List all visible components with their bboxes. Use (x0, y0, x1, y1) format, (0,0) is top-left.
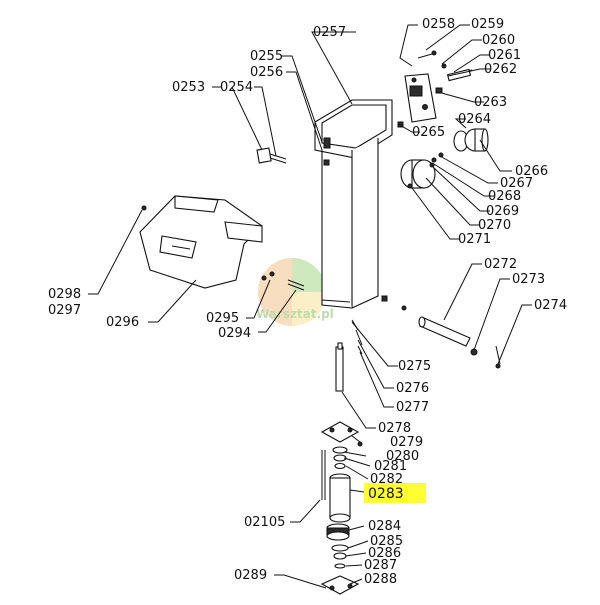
label-0256: 0256 (250, 65, 283, 80)
rod-0278 (335, 342, 344, 392)
label-0286: 0286 (368, 546, 401, 561)
label-0261: 0261 (488, 48, 521, 63)
column-part-0257 (314, 99, 393, 309)
label-0295: 0295 (206, 311, 239, 326)
rod-02105 (321, 450, 326, 500)
label-0259: 0259 (471, 17, 504, 32)
washers-0285-0287 (331, 544, 349, 569)
label-0267: 0267 (500, 176, 533, 191)
label-0284: 0284 (368, 519, 401, 534)
label-0271: 0271 (458, 232, 491, 247)
watermark-logo: Warsztat.pl (256, 258, 334, 326)
pins-0275-0277 (351, 319, 363, 355)
housing-0271 (400, 152, 444, 189)
label-0266: 0266 (515, 164, 548, 179)
label-0297: 0297 (48, 303, 81, 318)
label-0288: 0288 (364, 572, 397, 587)
washers-0280-0282 (332, 441, 363, 470)
watermark-text: Warsztat.pl (256, 307, 334, 321)
highlight-box (364, 483, 426, 503)
label-0263: 0263 (474, 95, 507, 110)
label-0269: 0269 (486, 204, 519, 219)
label-0273: 0273 (512, 272, 545, 287)
label-0279: 0279 (390, 435, 423, 450)
label-0294: 0294 (218, 326, 251, 341)
label-0277: 0277 (396, 400, 429, 415)
label-0264: 0264 (458, 112, 491, 127)
label-0268: 0268 (488, 189, 521, 204)
label-02105: 02105 (244, 515, 285, 530)
label-0278: 0278 (378, 421, 411, 436)
label-0283-highlighted: 0283 (368, 486, 404, 502)
label-0260: 0260 (482, 33, 515, 48)
label-0287: 0287 (364, 558, 397, 573)
label-0298: 0298 (48, 287, 81, 302)
label-0289: 0289 (234, 568, 267, 583)
label-0262: 0262 (484, 62, 517, 77)
shaft-0272 (401, 305, 501, 369)
base-flange-0288 (320, 575, 360, 595)
handle-pin-0254 (256, 147, 287, 164)
label-0275: 0275 (398, 359, 431, 374)
bearing-0284 (326, 523, 350, 541)
label-0274: 0274 (534, 298, 567, 313)
label-0258: 0258 (422, 17, 455, 32)
label-0285: 0285 (370, 534, 403, 549)
sleeve-0283 (329, 473, 351, 523)
leader-lines (88, 24, 532, 589)
base-0296 (139, 195, 263, 289)
label-0255: 0255 (250, 49, 283, 64)
label-0270: 0270 (478, 218, 511, 233)
label-0254: 0254 (220, 80, 253, 95)
label-0282: 0282 (370, 472, 403, 487)
part-labels: 0257 0258 0259 0260 0261 0262 0263 0264 … (48, 17, 567, 587)
label-0257: 0257 (313, 25, 346, 40)
label-0296: 0296 (106, 315, 139, 330)
label-0265: 0265 (412, 125, 445, 140)
label-0281: 0281 (374, 459, 407, 474)
label-0253: 0253 (172, 80, 205, 95)
bracket-plate-0263 (404, 73, 437, 123)
label-0280: 0280 (386, 449, 419, 464)
label-0272: 0272 (484, 257, 517, 272)
pins-0294-0295 (261, 271, 305, 291)
label-0276: 0276 (396, 381, 429, 396)
flange-0279 (320, 421, 360, 443)
